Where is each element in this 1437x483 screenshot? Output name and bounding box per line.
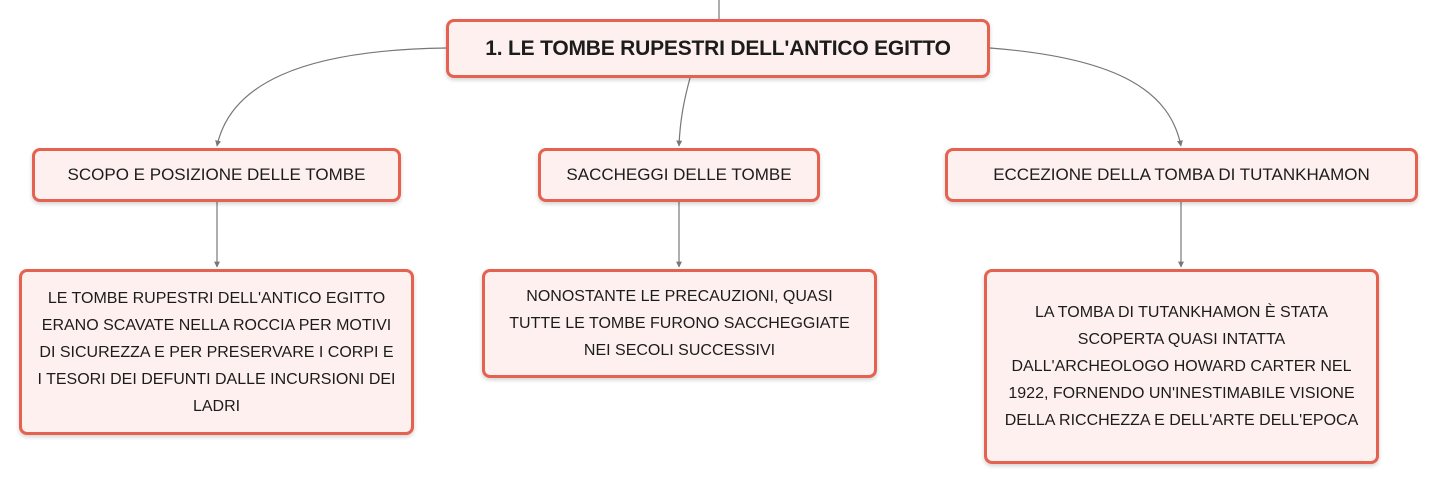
topic-label: SCOPO E POSIZIONE DELLE TOMBE bbox=[67, 165, 366, 184]
connector-root-to-topic-3 bbox=[989, 47, 1183, 147]
topic-node-tutankhamon[interactable]: ECCEZIONE DELLA TOMBA DI TUTANKHAMON bbox=[945, 148, 1418, 202]
topic-label: SACCHEGGI DELLE TOMBE bbox=[566, 165, 792, 184]
detail-node-scopo-posizione[interactable]: LE TOMBE RUPESTRI DELL'ANTICO EGITTO ERA… bbox=[19, 269, 414, 435]
detail-node-tutankhamon[interactable]: LA TOMBA DI TUTANKHAMON È STATA SCOPERTA… bbox=[984, 269, 1379, 464]
root-topic-node[interactable]: 1. LE TOMBE RUPESTRI DELL'ANTICO EGITTO bbox=[446, 19, 990, 78]
root-topic-label: 1. LE TOMBE RUPESTRI DELL'ANTICO EGITTO bbox=[485, 36, 951, 60]
topic-label: ECCEZIONE DELLA TOMBA DI TUTANKHAMON bbox=[993, 165, 1370, 184]
detail-node-saccheggi[interactable]: NONOSTANTE LE PRECAUZIONI, QUASI TUTTE L… bbox=[482, 269, 877, 378]
detail-text: LE TOMBE RUPESTRI DELL'ANTICO EGITTO ERA… bbox=[37, 289, 396, 415]
topic-node-scopo-posizione[interactable]: SCOPO E POSIZIONE DELLE TOMBE bbox=[32, 148, 401, 202]
topic-node-saccheggi[interactable]: SACCHEGGI DELLE TOMBE bbox=[538, 148, 820, 202]
detail-text: LA TOMBA DI TUTANKHAMON È STATA SCOPERTA… bbox=[1004, 304, 1359, 429]
connector-root-to-topic-2 bbox=[676, 77, 691, 147]
connector-root-to-topic-1 bbox=[215, 47, 447, 147]
detail-text: NONOSTANTE LE PRECAUZIONI, QUASI TUTTE L… bbox=[509, 288, 850, 359]
